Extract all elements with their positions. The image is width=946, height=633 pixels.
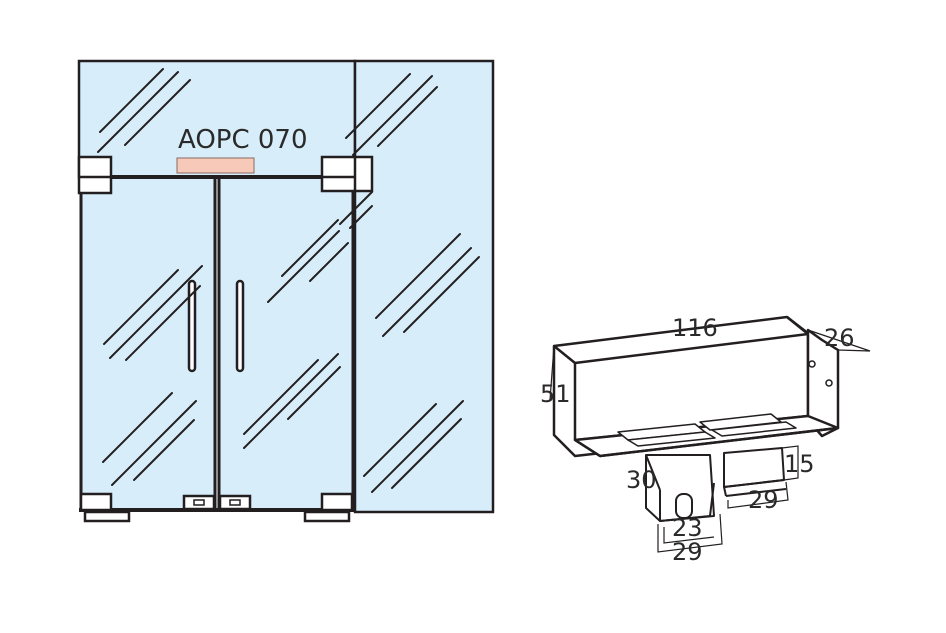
- dim-side-plate-height: 15: [784, 450, 815, 478]
- side-screw-bottom: [825, 379, 833, 387]
- handle-left: [187, 279, 197, 373]
- bottom-patch-left: [79, 492, 113, 512]
- bracket-slot: [675, 493, 693, 519]
- clamp-bracket: [645, 447, 787, 522]
- dim-bracket-inner-width: 23: [672, 514, 703, 542]
- top-patch-right: [320, 155, 374, 193]
- dim-height: 51: [540, 380, 571, 408]
- dim-bracket-outer-width: 29: [672, 538, 703, 566]
- base-slot-3: [627, 431, 716, 447]
- dim-depth: 26: [824, 324, 855, 352]
- base-slot-4: [711, 421, 797, 437]
- product-label: AOPC 070: [178, 125, 308, 155]
- glass-reflections: [97, 68, 480, 493]
- fixed-glass-side: [353, 59, 495, 514]
- dim-side-plate-width: 29: [748, 486, 779, 514]
- dimension-lines: [549, 329, 871, 553]
- floor-pivot-left: [83, 510, 131, 523]
- top-fitting-pad: [176, 157, 255, 174]
- dim-bracket-height: 30: [626, 466, 657, 494]
- side-screw-top: [808, 360, 816, 368]
- door-elevation: [77, 59, 495, 523]
- floor-pivot-right: [303, 510, 351, 523]
- handle-right: [235, 279, 245, 373]
- fitting-isometric: [552, 315, 840, 458]
- bottom-patch-right: [320, 492, 354, 512]
- top-patch-left: [77, 155, 113, 195]
- dim-length: 116: [672, 314, 718, 342]
